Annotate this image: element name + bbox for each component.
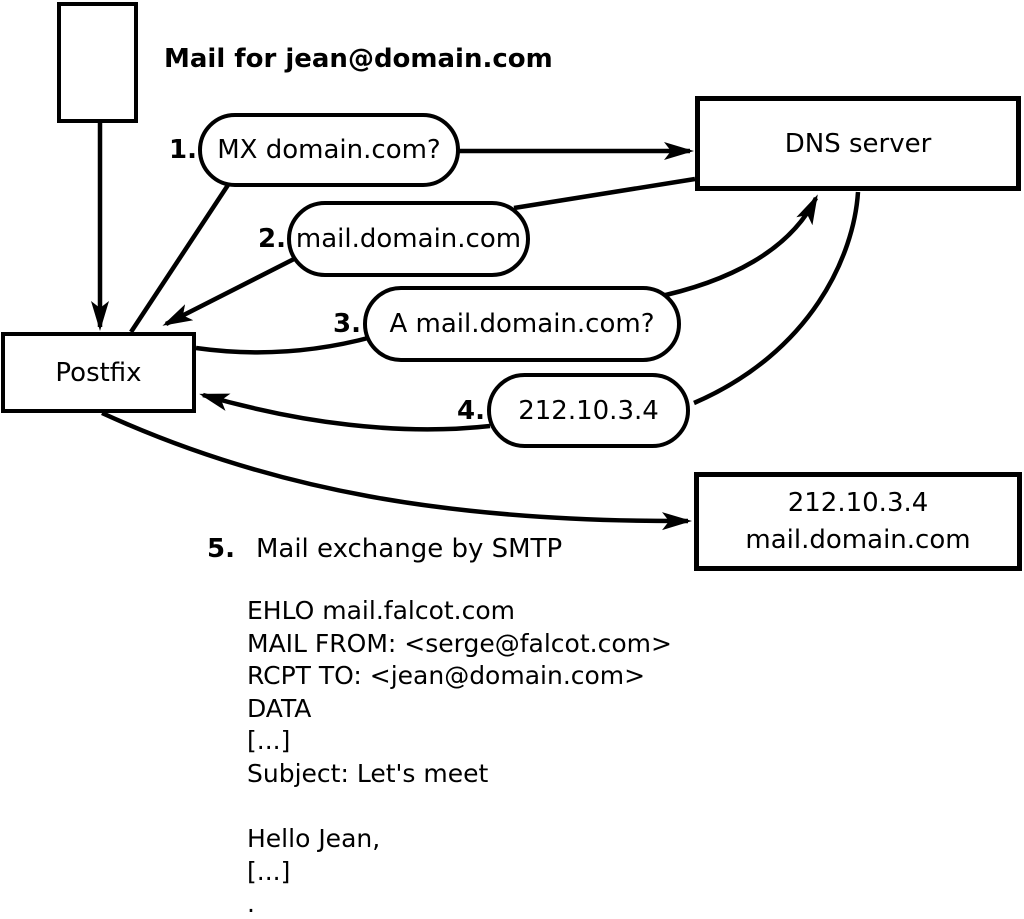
step3-number: 3. xyxy=(333,309,361,339)
line-response2-from-dns xyxy=(513,176,696,211)
smtp-line: [...] xyxy=(247,726,291,756)
line-response4-from-dns xyxy=(693,191,861,406)
step1-pill: MX domain.com? xyxy=(198,113,460,187)
postfix-box: Postfix xyxy=(1,332,196,413)
smtp-line xyxy=(247,791,672,824)
step3-pill: A mail.domain.com? xyxy=(363,286,681,362)
step2-number: 2. xyxy=(258,224,286,254)
step4-pill: 212.10.3.4 xyxy=(487,373,690,448)
step2-label: mail.domain.com xyxy=(295,224,522,254)
arrow-response4-to-postfix xyxy=(199,392,491,432)
mail-message-icon xyxy=(57,2,138,123)
step2-pill: mail.domain.com xyxy=(287,201,530,277)
postfix-label: Postfix xyxy=(55,357,142,388)
step1-label: MX domain.com? xyxy=(217,135,441,165)
mail-server-ip: 212.10.3.4 xyxy=(787,487,929,518)
smtp-line: [...] xyxy=(247,856,291,886)
smtp-line: Hello Jean, xyxy=(247,824,381,854)
arrow-query3-to-dns xyxy=(651,194,819,301)
dns-server-label: DNS server xyxy=(784,128,932,159)
smtp-line: EHLO mail.falcot.com xyxy=(247,596,516,625)
dns-server-box: DNS server xyxy=(695,96,1021,191)
diagram-title: Mail for jean@domain.com xyxy=(164,44,553,74)
mail-server-box: 212.10.3.4 mail.domain.com xyxy=(694,472,1022,571)
line-query1-to-postfix xyxy=(129,183,230,334)
arrow-response2-to-postfix xyxy=(162,256,296,327)
step5-caption: 5. Mail exchange by SMTP xyxy=(207,534,562,564)
smtp-line: . xyxy=(247,889,255,919)
smtp-line: RCPT TO: <jean@domain.com> xyxy=(247,661,646,691)
line-query3-from-postfix xyxy=(195,334,373,355)
step3-label: A mail.domain.com? xyxy=(389,309,655,339)
smtp-line: DATA xyxy=(247,693,312,723)
smtp-line: Subject: Let's meet xyxy=(247,758,489,788)
step5-label: Mail exchange by SMTP xyxy=(255,534,563,564)
step1-number: 1. xyxy=(169,135,197,165)
step5-number: 5. xyxy=(207,534,235,564)
step4-number: 4. xyxy=(457,395,485,426)
step4-label: 212.10.3.4 xyxy=(518,395,659,426)
smtp-line: MAIL FROM: <serge@falcot.com> xyxy=(247,628,672,658)
arrow-smtp-to-mailserver xyxy=(101,410,692,531)
mail-server-hostname: mail.domain.com xyxy=(745,524,971,555)
smtp-session-block: EHLO mail.falcot.com MAIL FROM: <serge@f… xyxy=(247,595,672,919)
